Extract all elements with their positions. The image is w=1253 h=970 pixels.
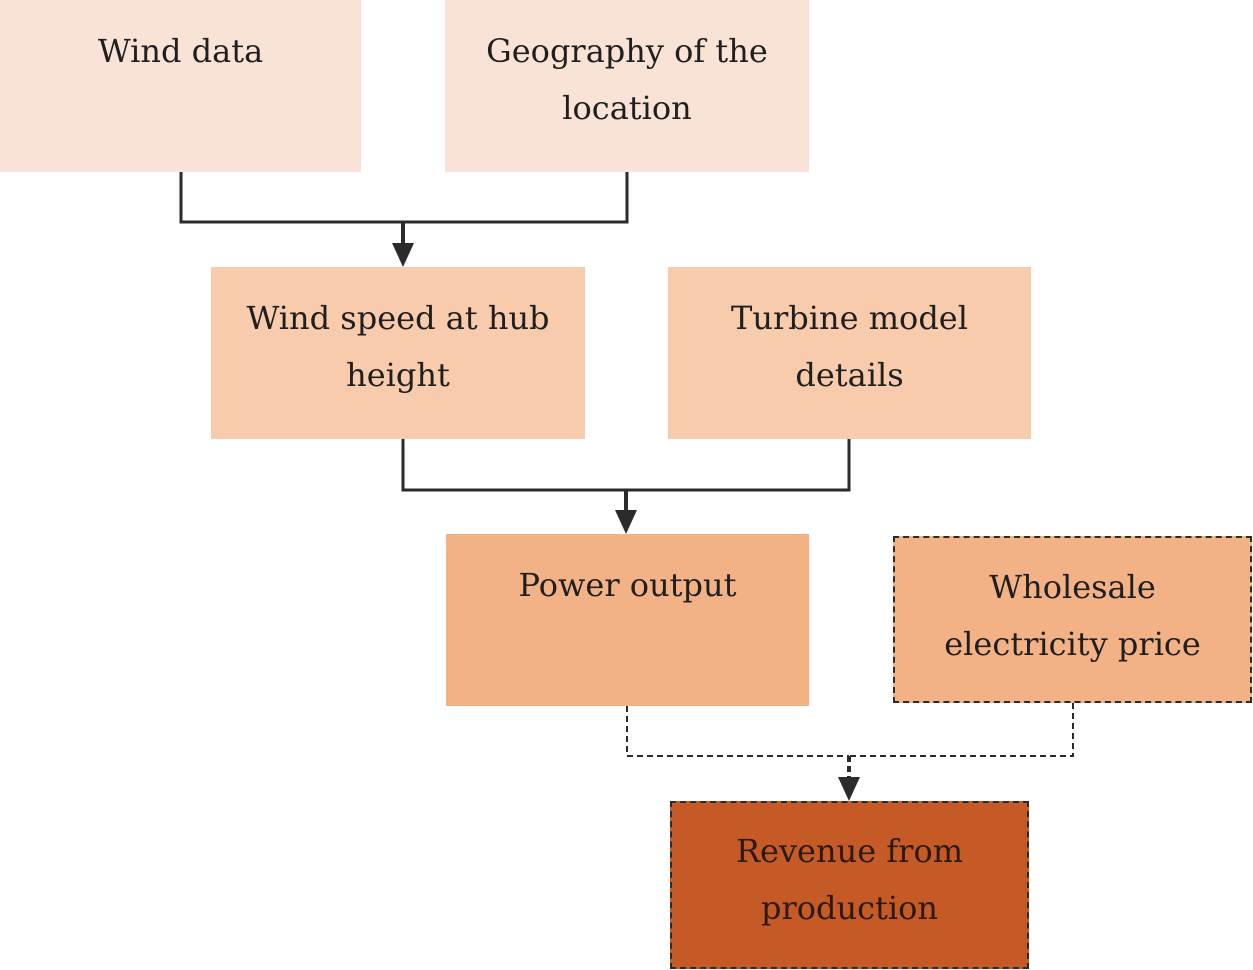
node-wind-speed-text: Wind speed at hub height	[246, 290, 549, 404]
node-geography-line2: location	[562, 89, 692, 127]
node-geography: Geography of the location	[445, 0, 809, 172]
node-revenue-text: Revenue from production	[736, 823, 963, 937]
node-wholesale-price-text: Wholesale electricity price	[944, 559, 1201, 673]
node-turbine-model-line2: details	[795, 356, 904, 394]
node-power-output-text: Power output	[519, 557, 737, 614]
node-wind-data-label: Wind data	[97, 32, 264, 70]
connector-wind-speed	[401, 439, 626, 492]
node-wholesale-price-line2: electricity price	[944, 625, 1201, 663]
arrowhead-wind-speed	[392, 243, 414, 267]
connector-power-output	[626, 706, 849, 757]
node-turbine-model: Turbine model details	[668, 267, 1031, 439]
arrowhead-revenue	[838, 777, 860, 801]
node-geography-line1: Geography of the	[486, 32, 768, 70]
node-turbine-model-text: Turbine model details	[731, 290, 968, 404]
connector-price	[849, 703, 1074, 757]
arrowhead-power-output	[615, 510, 637, 534]
node-power-output-label: Power output	[518, 566, 737, 604]
node-wind-speed: Wind speed at hub height	[211, 267, 585, 439]
node-power-output: Power output	[446, 534, 809, 706]
node-wind-speed-line2: height	[346, 356, 450, 394]
connector-turbine	[626, 439, 851, 492]
node-revenue: Revenue from production	[670, 801, 1029, 969]
node-wind-data: Wind data	[0, 0, 361, 172]
node-revenue-line1: Revenue from	[735, 832, 964, 870]
node-geography-text: Geography of the location	[486, 23, 768, 137]
connector-wind-data	[179, 172, 403, 224]
connector-geography	[403, 172, 629, 224]
node-wholesale-price-line1: Wholesale	[989, 568, 1156, 606]
node-revenue-line2: production	[760, 889, 939, 927]
node-turbine-model-line1: Turbine model	[731, 299, 968, 337]
node-wind-data-text: Wind data	[98, 23, 263, 80]
node-wholesale-price: Wholesale electricity price	[893, 536, 1252, 703]
node-wind-speed-line1: Wind speed at hub	[246, 299, 550, 337]
